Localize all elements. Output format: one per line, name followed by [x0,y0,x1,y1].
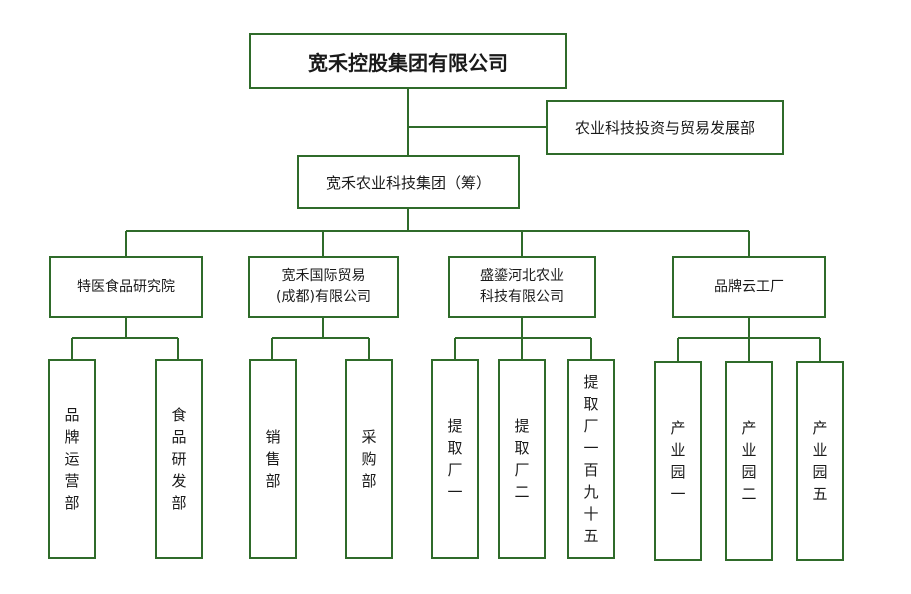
side-department-label: 农业科技投资与贸易发展部 [574,119,755,137]
unit-label: 销售部 [265,428,281,490]
unit-box-procurement: 采购部 [345,359,393,559]
unit-label: 产业园五 [812,419,828,503]
division-label-4: 品牌云工厂 [714,278,784,295]
unit-label: 提取厂一百九十五 [583,373,599,545]
unit-box-extraction-plant-1: 提取厂一 [431,359,479,559]
division-label-2-line-2: (成都)有限公司 [276,289,371,305]
unit-label: 品牌运营部 [64,406,80,512]
unit-box-extraction-plant-2: 提取厂二 [498,359,546,559]
group-box: 宽禾农业科技集团（筹） [297,155,520,209]
unit-label: 食品研发部 [171,406,187,512]
unit-box-industrial-park-2: 产业园二 [725,361,773,561]
unit-label: 产业园二 [741,419,757,503]
unit-box-food-rd: 食品研发部 [155,359,203,559]
division-label-1: 特医食品研究院 [77,278,175,295]
unit-label: 提取厂二 [514,417,530,501]
division-box-2: 宽禾国际贸易 (成都)有限公司 [248,256,399,318]
unit-label: 采购部 [361,428,377,490]
division-box-3: 盛鎏河北农业 科技有限公司 [448,256,596,318]
division-label-3-line-2: 科技有限公司 [480,289,564,305]
division-box-1: 特医食品研究院 [49,256,203,318]
division-label-3-line-1: 盛鎏河北农业 [480,268,564,284]
unit-label: 产业园一 [670,419,686,503]
group-label: 宽禾农业科技集团（筹） [325,173,491,192]
unit-box-brand-operations: 品牌运营部 [48,359,96,559]
unit-box-extraction-plant-195: 提取厂一百九十五 [567,359,615,559]
unit-box-sales: 销售部 [249,359,297,559]
unit-box-industrial-park-1: 产业园一 [654,361,702,561]
division-box-4: 品牌云工厂 [672,256,826,318]
root-company-box: 宽禾控股集团有限公司 [249,33,567,89]
unit-label: 提取厂一 [447,417,463,501]
unit-box-industrial-park-5: 产业园五 [796,361,844,561]
side-department-box: 农业科技投资与贸易发展部 [546,100,784,155]
root-company-label: 宽禾控股集团有限公司 [308,50,508,75]
division-label-2-line-1: 宽禾国际贸易 [281,268,366,284]
